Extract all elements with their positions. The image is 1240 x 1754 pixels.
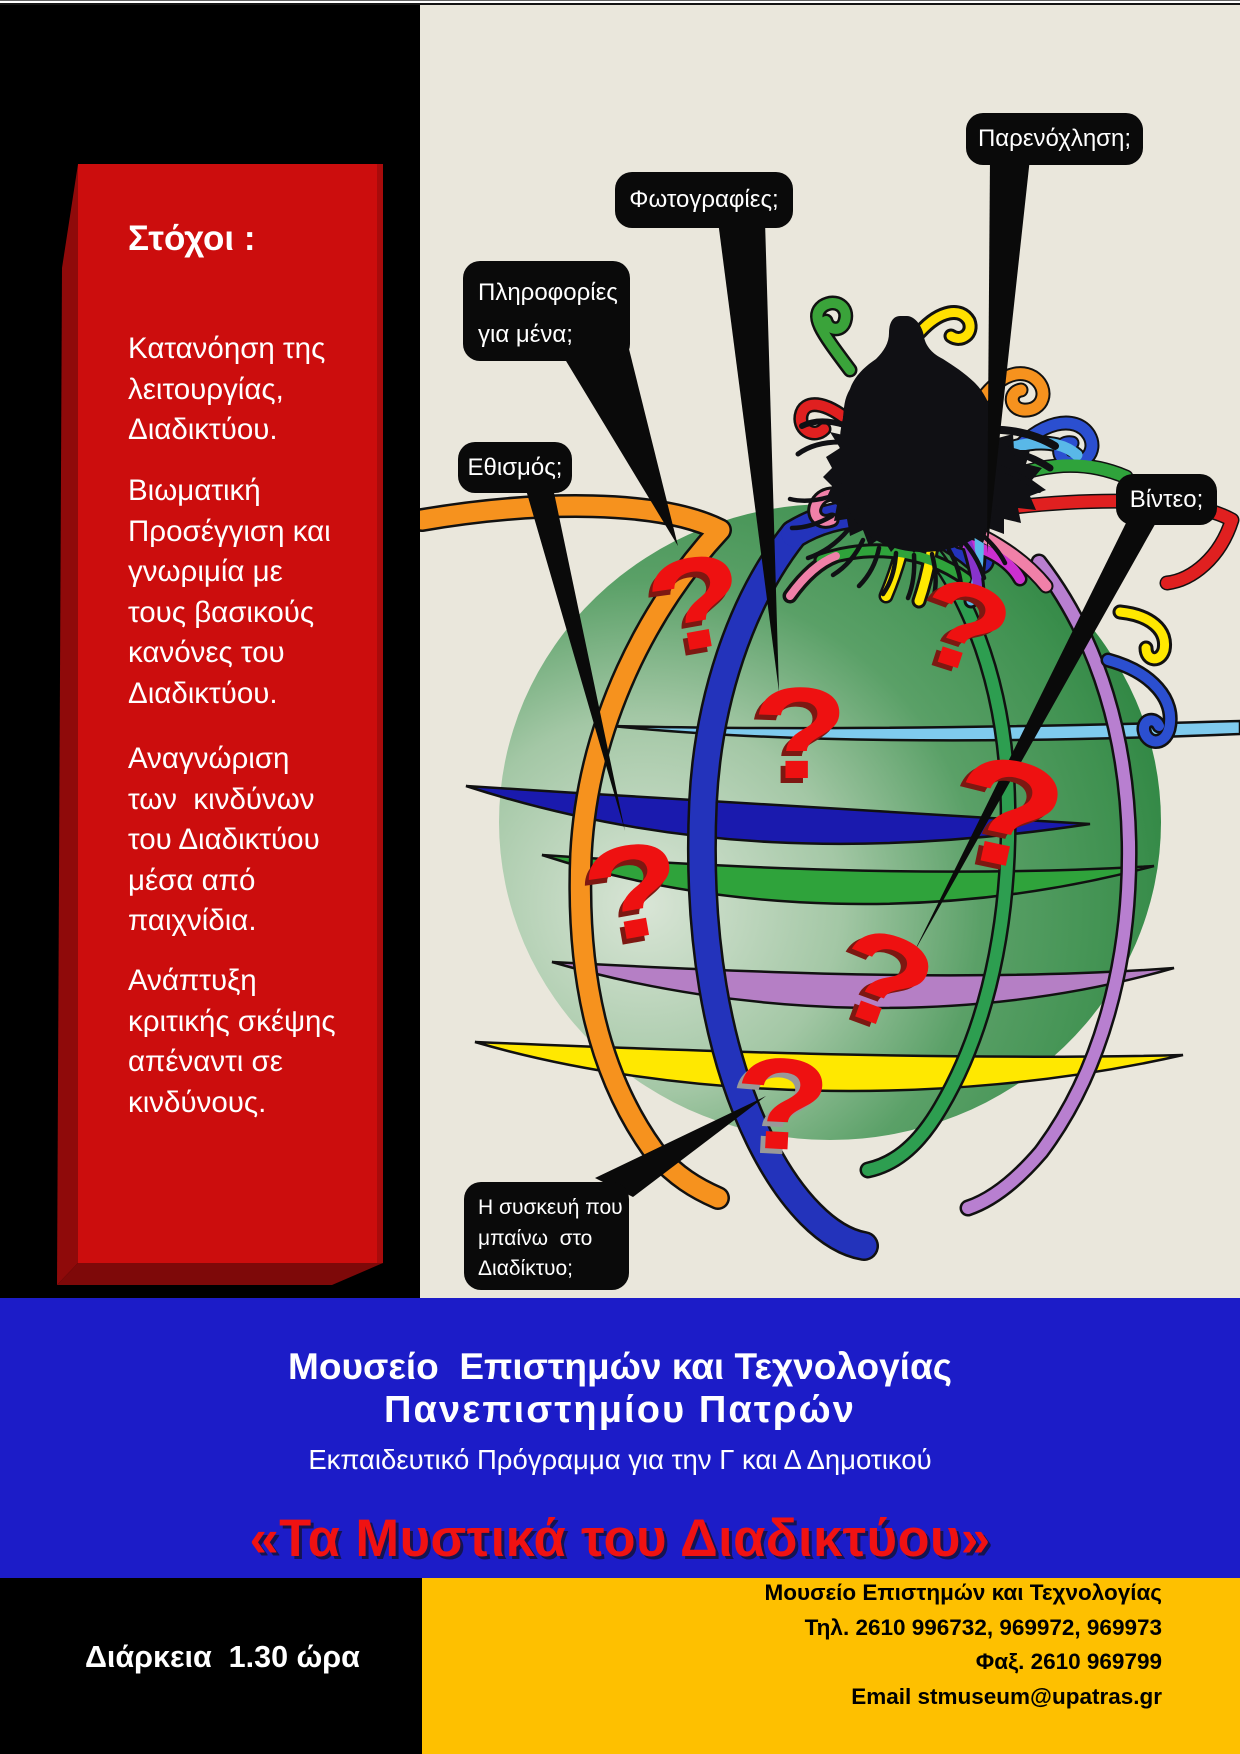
svg-text:?: ? xyxy=(725,1034,829,1184)
svg-text:?: ? xyxy=(752,661,849,806)
svg-text:?: ? xyxy=(730,1029,834,1179)
svg-text:?: ? xyxy=(747,666,844,811)
